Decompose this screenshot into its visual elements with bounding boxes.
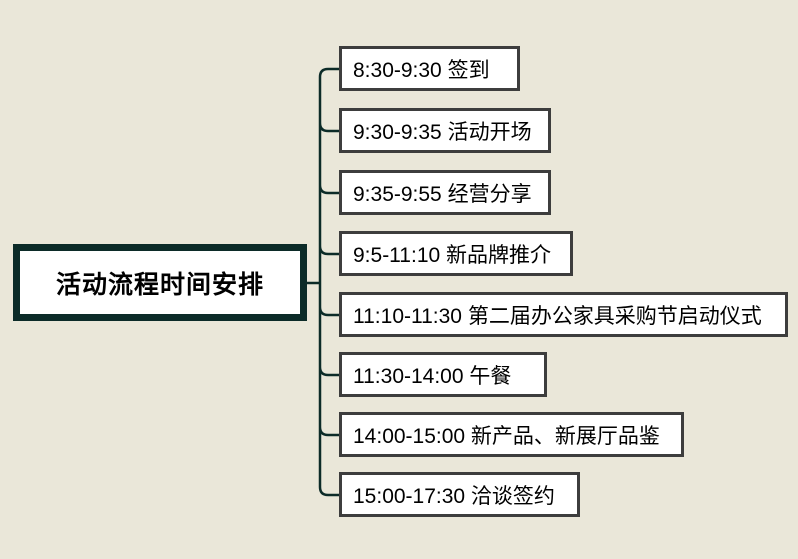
root-node[interactable]: 活动流程时间安排	[13, 244, 307, 321]
schedule-node[interactable]: 9:5-11:10 新品牌推介	[339, 231, 573, 276]
schedule-node[interactable]: 9:35-9:55 经营分享	[339, 170, 551, 215]
schedule-node-label: 11:10-11:30 第二届办公家具采购节启动仪式	[353, 304, 762, 328]
schedule-node[interactable]: 11:30-14:00 午餐	[339, 352, 547, 397]
schedule-node[interactable]: 15:00-17:30 洽谈签约	[339, 472, 580, 517]
schedule-node[interactable]: 14:00-15:00 新产品、新展厅品鉴	[339, 412, 684, 457]
schedule-node-label: 9:35-9:55 经营分享	[353, 182, 532, 206]
schedule-node-label: 8:30-9:30 签到	[353, 58, 490, 82]
schedule-node[interactable]: 9:30-9:35 活动开场	[339, 108, 551, 153]
schedule-node[interactable]: 11:10-11:30 第二届办公家具采购节启动仪式	[339, 292, 788, 337]
schedule-node-label: 14:00-15:00 新产品、新展厅品鉴	[353, 424, 660, 448]
schedule-node[interactable]: 8:30-9:30 签到	[339, 46, 520, 91]
schedule-node-label: 15:00-17:30 洽谈签约	[353, 484, 555, 508]
root-node-label: 活动流程时间安排	[55, 270, 264, 299]
schedule-node-label: 9:5-11:10 新品牌推介	[353, 243, 552, 267]
schedule-node-label: 9:30-9:35 活动开场	[353, 120, 532, 144]
schedule-node-label: 11:30-14:00 午餐	[353, 364, 512, 388]
